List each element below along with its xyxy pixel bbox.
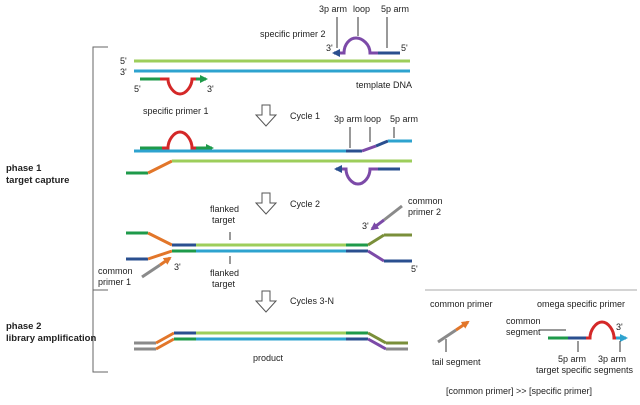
legend-arm3-label: 3p arm — [598, 354, 626, 364]
phase1-bracket — [92, 46, 108, 291]
specific-primer-2 — [332, 36, 400, 57]
cycle1-arm5-label: 5p arm — [390, 114, 418, 124]
common-primer-2-line1: common — [408, 196, 443, 206]
legend-arm5-label: 5p arm — [558, 354, 586, 364]
product-strands — [134, 331, 408, 351]
end-label-3-primer1: 3' — [207, 84, 214, 94]
common-primer-1-line1: common — [98, 266, 133, 276]
legend-end-label-3: 3' — [616, 322, 623, 332]
down-arrow-cycle1 — [254, 104, 278, 127]
common-primer-1-line2: primer 1 — [98, 277, 131, 287]
legend-common-segment-line1: common — [506, 316, 541, 326]
arm3-label-top: 3p arm — [319, 4, 347, 14]
legend-target-specific-segments: target specific segments — [536, 365, 634, 375]
cycle1-label: Cycle 1 — [290, 111, 320, 121]
phase1-subtitle: target capture — [6, 175, 69, 186]
cycle2-end-label-5: 5' — [411, 264, 418, 274]
phase2-title: phase 2 — [6, 321, 41, 332]
cycle2-label: Cycle 2 — [290, 199, 320, 209]
flanked-target-top-line2: target — [212, 215, 236, 225]
flanked-target-top-line1: flanked — [210, 204, 239, 214]
phase2-bracket — [92, 289, 108, 373]
cycle1-arm3-label: 3p arm — [334, 114, 362, 124]
legend-omega-specific-primer-label: omega specific primer — [537, 299, 625, 309]
arm5-label-top: 5p arm — [381, 4, 409, 14]
cycle2-end-label-3-bottom: 3' — [174, 262, 181, 272]
specific-primer-1-label: specific primer 1 — [143, 106, 209, 116]
specific-primer-1 — [140, 75, 208, 96]
flanked-target-bottom-line2: target — [212, 279, 236, 289]
cycle1-products — [126, 130, 412, 186]
loop-label-top: loop — [353, 4, 370, 14]
flanked-target-bottom-line1: flanked — [210, 268, 239, 278]
legend-omega-primer — [548, 320, 628, 342]
cycle2-products — [126, 204, 412, 279]
down-arrow-cycles3n — [254, 290, 278, 313]
down-arrow-cycle2 — [254, 192, 278, 215]
phase1-title: phase 1 — [6, 163, 42, 174]
legend-common-primer-label: common primer — [430, 299, 493, 309]
common-primer-2-line2: primer 2 — [408, 207, 441, 217]
legend-tail-segment-label: tail segment — [432, 357, 481, 367]
template-dna-label: template DNA — [356, 80, 412, 90]
template-dna — [134, 59, 410, 73]
end-label-5-primer2: 5' — [401, 43, 408, 53]
end-label-3-primer2: 3' — [326, 43, 333, 53]
phase-brackets — [92, 46, 108, 373]
legend-ratio-text: [common primer] >> [specific primer] — [446, 386, 592, 396]
end-label-5-primer1: 5' — [134, 84, 141, 94]
cycle2-end-label-3-top: 3' — [362, 221, 369, 231]
specific-primer-2-label: specific primer 2 — [260, 29, 326, 39]
legend-common-segment-line2: segment — [506, 327, 541, 337]
product-label: product — [253, 353, 284, 363]
phase2-subtitle: library amplification — [6, 333, 96, 344]
end-label-3-top: 3' — [120, 67, 127, 77]
cycle1-loop-label: loop — [364, 114, 381, 124]
cycles3n-label: Cycles 3-N — [290, 296, 334, 306]
end-label-5-top: 5' — [120, 56, 127, 66]
legend-common-primer — [437, 320, 470, 344]
